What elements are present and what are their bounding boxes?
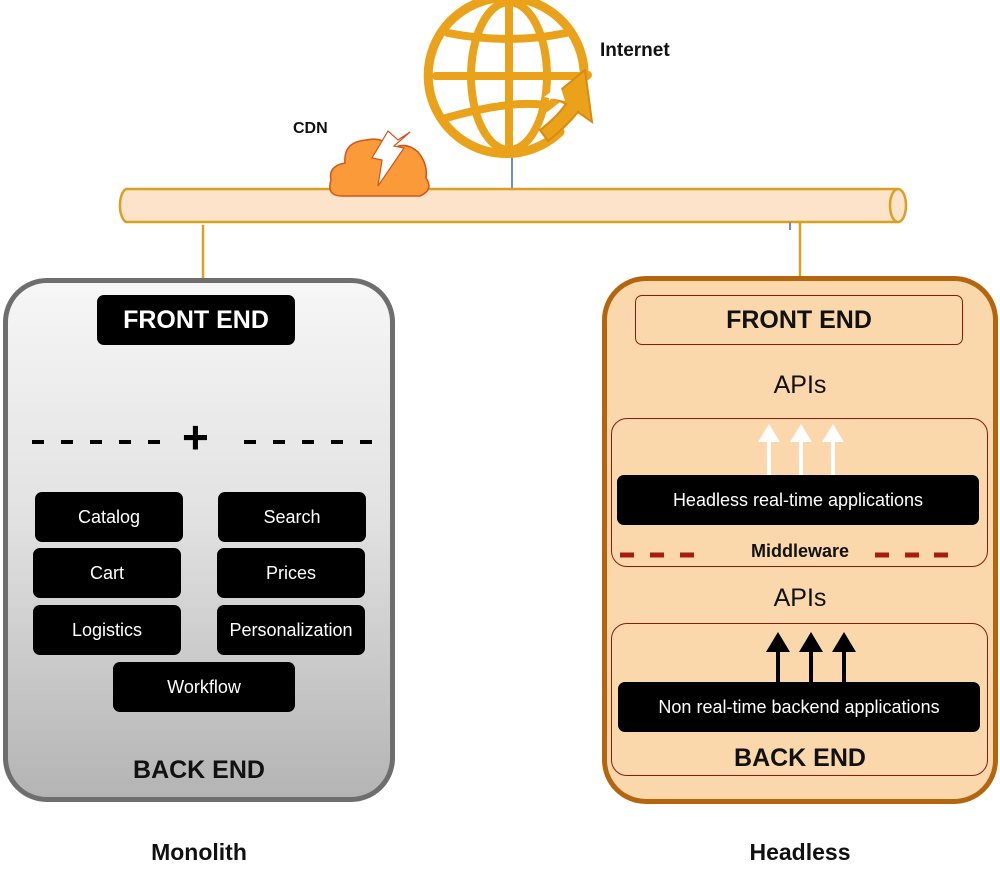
network-bus-pipe (118, 187, 908, 224)
headless-realtime-apps: Headless real-time applications (617, 475, 979, 525)
headless-backend-apps: Non real-time backend applications (618, 682, 980, 732)
apis-top-label: APIs (773, 370, 827, 399)
middleware-label: Middleware (750, 540, 850, 561)
internet-label: Internet (600, 40, 670, 61)
headless-back-end-label: BACK END (734, 743, 866, 772)
middleware-dashes (620, 552, 948, 558)
monolith-front-end: FRONT END (97, 295, 295, 345)
service-cart: Cart (33, 548, 181, 598)
service-search: Search (218, 492, 366, 542)
service-workflow: Workflow (113, 662, 295, 712)
service-personalization: Personalization (217, 605, 365, 655)
headless-caption: Headless (749, 838, 851, 865)
monolith-back-end-label: BACK END (133, 755, 265, 784)
monolith-separator: + (32, 412, 378, 462)
white-up-arrows-icon (758, 424, 844, 478)
service-logistics: Logistics (33, 605, 181, 655)
plus-symbol: + (182, 411, 209, 463)
globe-icon (423, 0, 592, 159)
apis-bottom-label: APIs (773, 583, 827, 612)
monolith-caption: Monolith (151, 838, 247, 865)
backend-container (611, 623, 988, 776)
service-prices: Prices (217, 548, 365, 598)
service-catalog: Catalog (35, 492, 183, 542)
cdn-cloud-icon (329, 130, 430, 197)
globe-arrow-head (538, 68, 594, 143)
cdn-label: CDN (293, 120, 328, 137)
black-up-arrows-icon (766, 632, 856, 684)
middleware-container (611, 418, 988, 567)
headless-front-end: FRONT END (635, 295, 963, 345)
